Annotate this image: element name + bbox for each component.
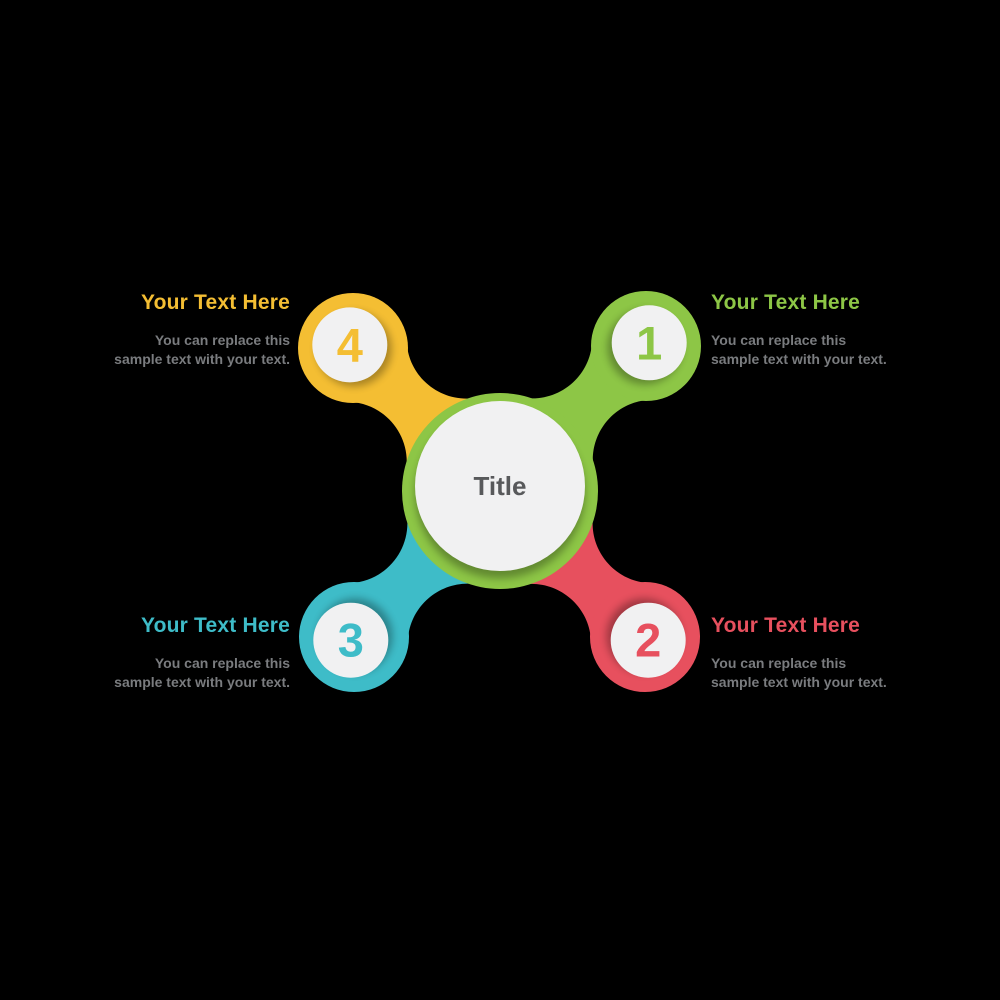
- item-body-3: You can replace this sample text with yo…: [40, 654, 290, 692]
- item-node-2: 2: [590, 582, 700, 692]
- item-text-4: Your Text Here You can replace this samp…: [40, 290, 290, 369]
- item-body-line: You can replace this: [154, 655, 290, 671]
- item-number-1: 1: [636, 316, 662, 369]
- item-face-4: [312, 307, 388, 383]
- item-node-3: 3: [299, 582, 409, 692]
- item-text-1: Your Text Here You can replace this samp…: [711, 290, 961, 369]
- item-body-line: sample text with your text.: [114, 674, 290, 690]
- item-body-line: sample text with your text.: [711, 351, 887, 367]
- item-number-3: 3: [338, 614, 364, 667]
- item-text-2: Your Text Here You can replace this samp…: [711, 613, 961, 692]
- item-heading-2: Your Text Here: [711, 614, 861, 637]
- item-body-line: sample text with your text.: [711, 674, 887, 690]
- item-node-1: 1: [591, 291, 701, 401]
- item-face-2: [610, 602, 686, 678]
- item-heading-1: Your Text Here: [711, 291, 861, 314]
- item-body-1: You can replace this sample text with yo…: [711, 331, 961, 369]
- hub-face: [415, 401, 585, 571]
- hub-title-label: Title: [474, 471, 527, 501]
- item-heading-4: Your Text Here: [140, 291, 290, 314]
- item-heading-3: Your Text Here: [140, 614, 290, 637]
- item-body-line: sample text with your text.: [114, 351, 290, 367]
- item-body-line: You can replace this: [154, 332, 290, 348]
- item-body-line: You can replace this: [711, 655, 847, 671]
- item-face-3: [313, 602, 389, 678]
- item-body-line: You can replace this: [711, 332, 847, 348]
- item-node-4: 4: [298, 293, 408, 403]
- item-face-1: [611, 305, 687, 381]
- hub-node: Title: [402, 393, 598, 589]
- item-number-4: 4: [337, 318, 363, 371]
- item-text-3: Your Text Here You can replace this samp…: [40, 613, 290, 692]
- item-number-2: 2: [635, 614, 661, 667]
- item-body-4: You can replace this sample text with yo…: [40, 331, 290, 369]
- item-body-2: You can replace this sample text with yo…: [711, 654, 961, 692]
